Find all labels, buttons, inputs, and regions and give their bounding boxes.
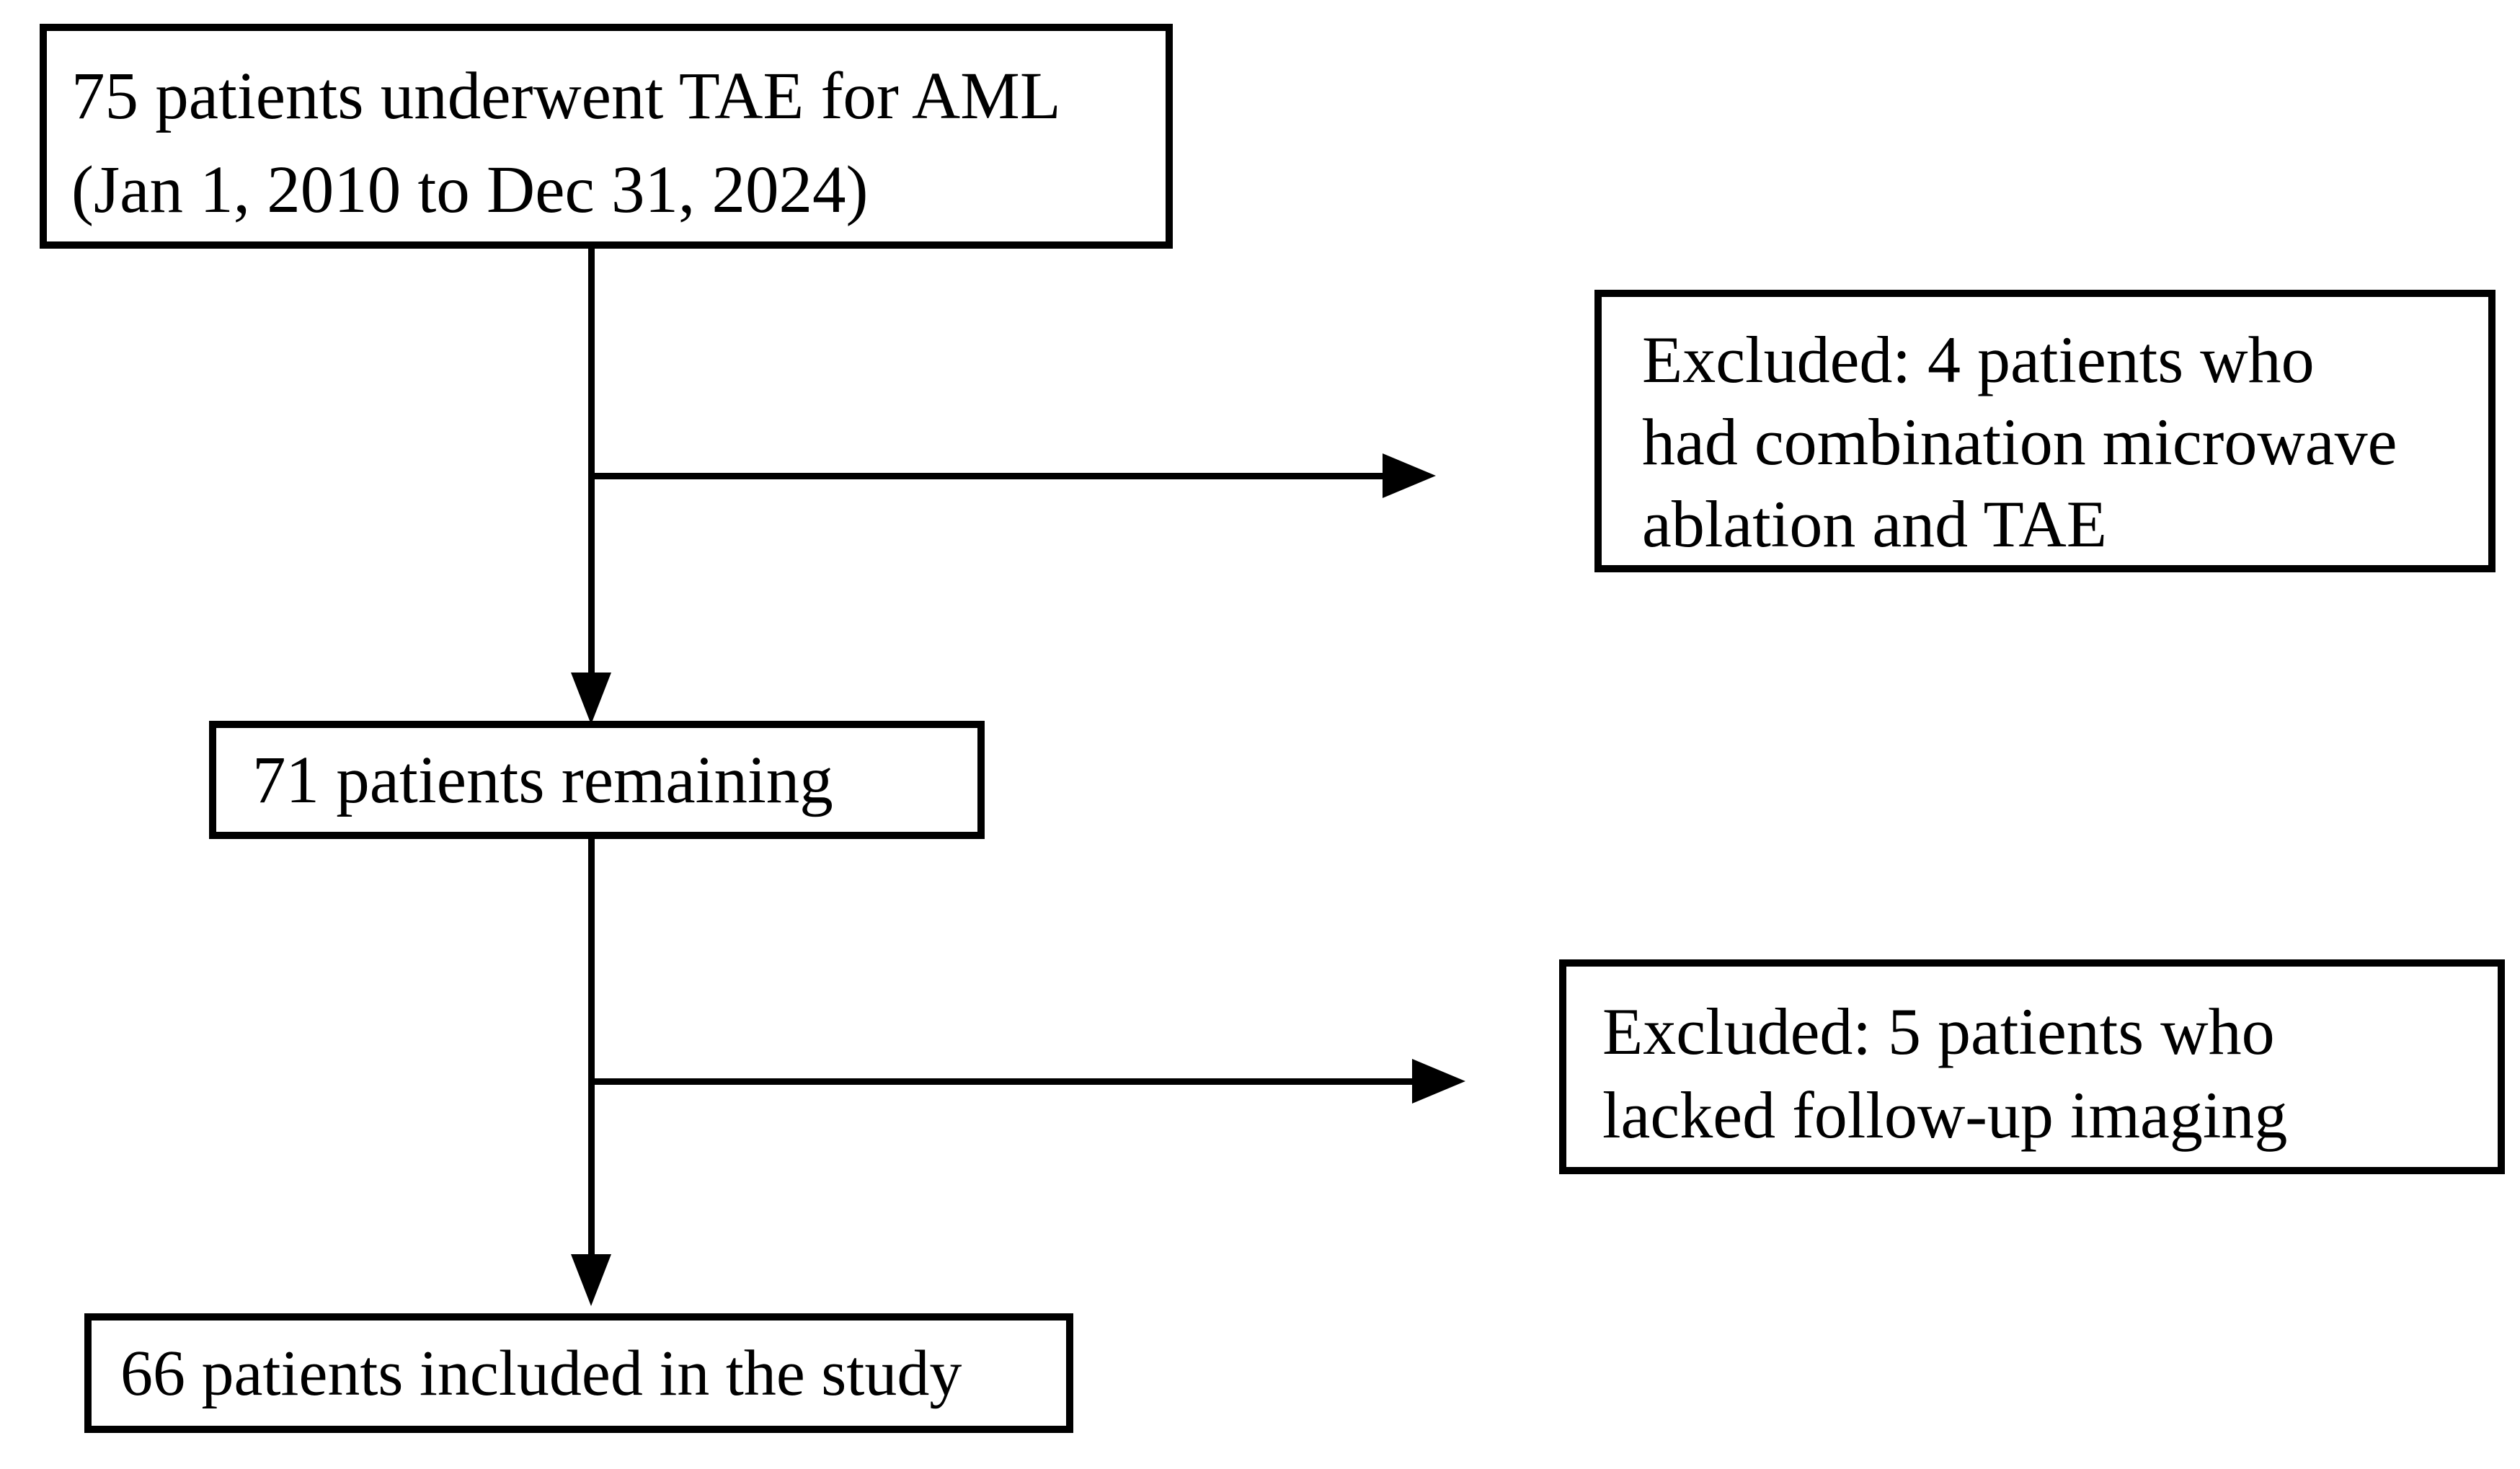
node-excluded-imaging-line2: lacked follow-up imaging xyxy=(1602,1078,2288,1152)
node-initial-cohort: 75 patients underwent TAE for AML (Jan 1… xyxy=(40,24,1173,249)
node-excluded-imaging-line1: Excluded: 5 patients who xyxy=(1602,995,2275,1068)
node-included: 66 patients included in the study xyxy=(84,1313,1073,1433)
connector-branch-2 xyxy=(588,1078,1414,1085)
connector-branch-1 xyxy=(588,473,1385,479)
right-arrowhead-1 xyxy=(1383,453,1436,498)
node-excluded-mwa-line2: had combination microwave xyxy=(1642,405,2397,479)
node-excluded-mwa-line3: ablation and TAE xyxy=(1642,487,2107,561)
connector-vertical-1 xyxy=(588,249,595,674)
connector-vertical-2 xyxy=(588,839,595,1256)
node-initial-line2: (Jan 1, 2010 to Dec 31, 2024) xyxy=(71,153,869,227)
node-included-line1: 66 patients included in the study xyxy=(120,1337,962,1409)
node-excluded-imaging: Excluded: 5 patients who lacked follow-u… xyxy=(1559,959,2505,1174)
right-arrowhead-2 xyxy=(1412,1059,1465,1104)
down-arrowhead-1 xyxy=(571,673,611,724)
node-remaining: 71 patients remaining xyxy=(209,721,985,839)
node-excluded-mwa: Excluded: 4 patients who had combination… xyxy=(1594,290,2495,572)
down-arrowhead-2 xyxy=(571,1254,611,1306)
node-remaining-line1: 71 patients remaining xyxy=(252,742,833,817)
node-excluded-mwa-line1: Excluded: 4 patients who xyxy=(1642,323,2315,396)
node-initial-line1: 75 patients underwent TAE for AML xyxy=(71,59,1061,133)
